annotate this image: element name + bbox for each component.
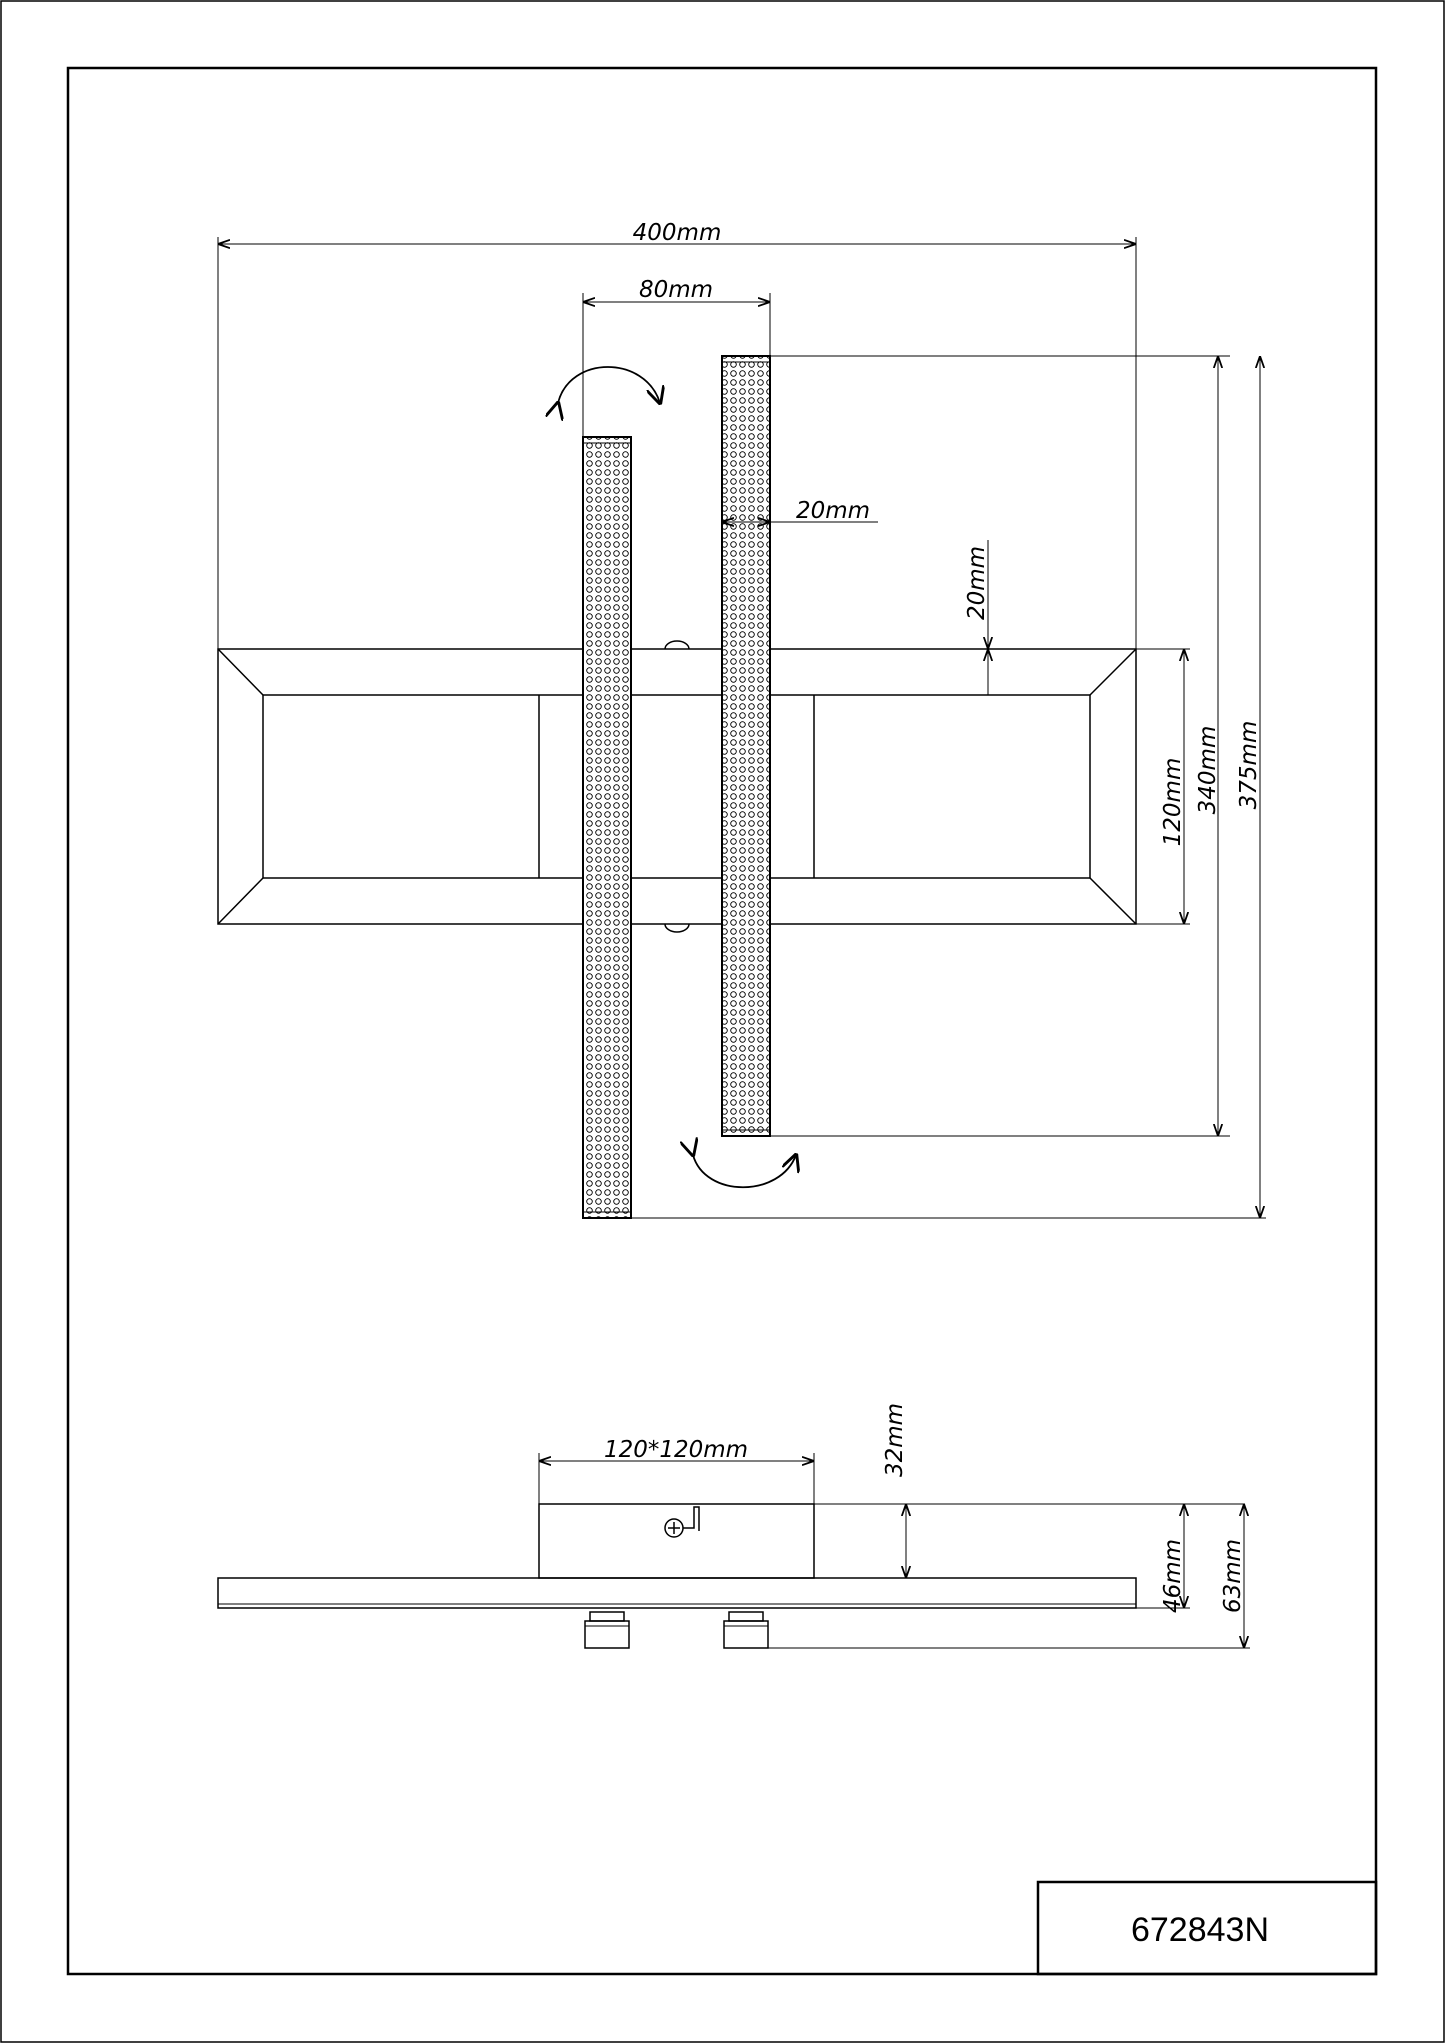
- dim-bar-short: 340mm: [770, 355, 1230, 1137]
- dim-overall-width: 400mm: [217, 220, 1137, 649]
- part-number: 672843N: [1131, 1911, 1269, 1949]
- rotate-arrow-icon: [558, 366, 660, 403]
- drawing-frame: [66, 66, 1378, 1976]
- light-bar-right: [721, 355, 771, 1137]
- screw-icon: [664, 1506, 700, 1538]
- base-frame: [217, 648, 1137, 925]
- bar-end-left: [584, 1611, 630, 1649]
- dim-total-depth-label: 63mm: [1220, 1539, 1246, 1613]
- dim-frame-border: 20mm: [964, 540, 990, 695]
- dim-canopy-height-label: 32mm: [882, 1403, 908, 1477]
- dim-total-depth: 63mm: [768, 1504, 1250, 1649]
- dim-bar-long-label: 375mm: [1236, 721, 1262, 810]
- dim-overall-width-label: 400mm: [633, 220, 722, 246]
- dim-body-depth: 46mm: [1136, 1504, 1190, 1613]
- dim-spacing: 80mm: [582, 277, 771, 437]
- dim-bar-short-label: 340mm: [1195, 726, 1221, 815]
- side-view: 120*120mm 32mm 46mm 63mm: [217, 1403, 1250, 1649]
- dim-canopy-label: 120*120mm: [604, 1437, 748, 1463]
- dim-frame-border-label: 20mm: [964, 546, 990, 620]
- pivot-knob-bottom: [664, 923, 690, 933]
- dim-bar-width: 20mm: [722, 498, 878, 524]
- pivot-knob-top: [664, 640, 690, 650]
- dim-bar-long: 375mm: [631, 356, 1266, 1219]
- dim-bar-width-label: 20mm: [796, 498, 870, 524]
- dim-base-height-label: 120mm: [1160, 758, 1186, 847]
- title-block: 672843N: [1036, 1880, 1378, 1976]
- top-view: 400mm 80mm 20mm 20mm 120mm: [217, 220, 1266, 1219]
- dim-base-height: 120mm: [1136, 648, 1190, 925]
- body-plate: [217, 1577, 1137, 1609]
- rotate-arrow-icon: [693, 1155, 796, 1188]
- dim-canopy: 120*120mm: [538, 1437, 815, 1504]
- dim-body-depth-label: 46mm: [1160, 1539, 1186, 1613]
- bar-end-right: [723, 1611, 769, 1649]
- dim-canopy-height: 32mm: [814, 1403, 1245, 1578]
- dim-spacing-label: 80mm: [639, 277, 713, 303]
- light-bar-left: [582, 436, 632, 1219]
- canopy: [538, 1503, 815, 1579]
